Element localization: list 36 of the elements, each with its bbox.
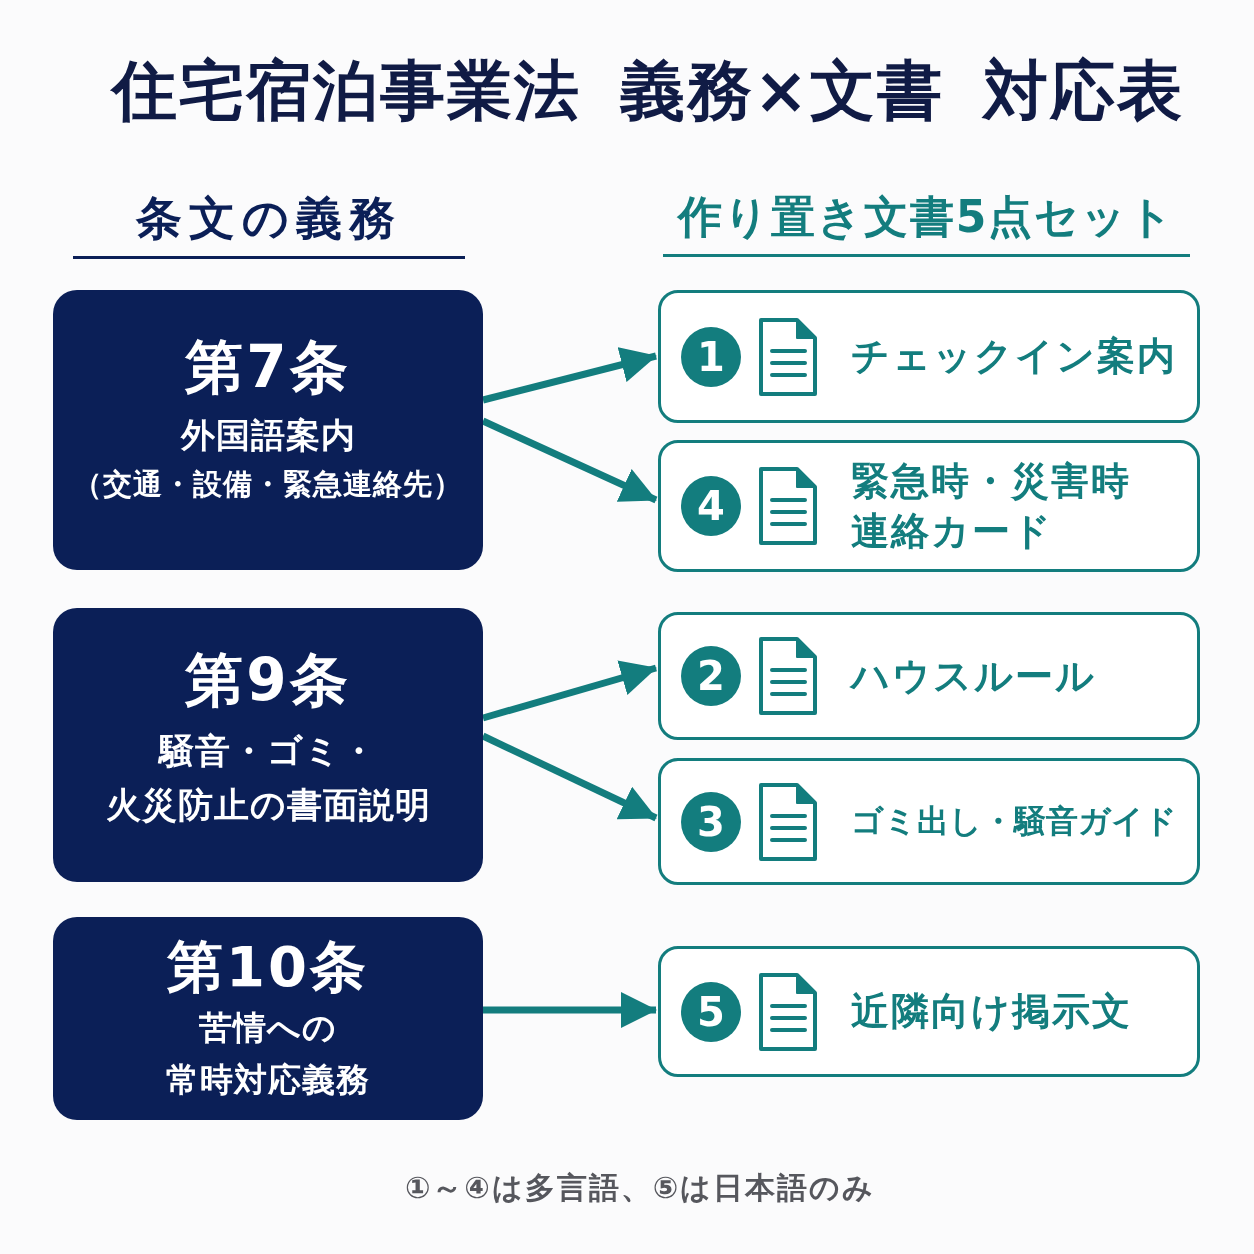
- number-circle: 4: [681, 476, 741, 536]
- article-heading: 第9条: [185, 644, 351, 716]
- arrow: [483, 992, 657, 1028]
- caption: ①～④は多言語、⑤は日本語のみ: [404, 1169, 876, 1207]
- title: 住宅宿泊事業法 義務×文書 対応表: [112, 52, 1184, 130]
- number-circle: 5: [681, 981, 741, 1042]
- duty-text: （交通・設備・緊急連絡先）: [73, 466, 463, 504]
- duty-text: 苦情への: [199, 1007, 337, 1050]
- document-title: 緊急時・災害時連絡カード: [851, 457, 1132, 555]
- document-title: 近隣向け掲示文: [851, 988, 1132, 1036]
- document-card: [658, 440, 1200, 572]
- article-card: [53, 917, 483, 1120]
- number-circle: 3: [681, 791, 741, 852]
- document-title: チェックイン案内: [851, 333, 1177, 381]
- document-title: ハウスルール: [851, 652, 1096, 700]
- column-heading: 条文の義務: [73, 186, 465, 260]
- number-circle: 1: [681, 326, 741, 387]
- arrow: [482, 660, 657, 722]
- article-card: [53, 290, 483, 570]
- duty-text: 常時対応義務: [166, 1058, 370, 1101]
- number-circle: 2: [681, 646, 741, 706]
- article-card: [53, 608, 483, 882]
- document-card: [658, 612, 1200, 740]
- arrow: [481, 417, 658, 504]
- arrow: [481, 732, 658, 822]
- duty-text: 火災防止の書面説明: [105, 784, 431, 828]
- column-heading: 作り置き文書5点セット: [663, 186, 1190, 257]
- document-card: [658, 290, 1200, 423]
- duty-text: 外国語案内: [180, 414, 356, 458]
- document-card: [658, 946, 1200, 1077]
- article-heading: 第7条: [185, 331, 351, 403]
- arrow: [482, 347, 657, 404]
- document-title: ゴミ出し・騒音ガイド: [851, 801, 1177, 843]
- duty-text: 騒音・ゴミ・: [159, 730, 377, 773]
- document-card: [658, 758, 1200, 885]
- article-heading: 第10条: [167, 933, 369, 1002]
